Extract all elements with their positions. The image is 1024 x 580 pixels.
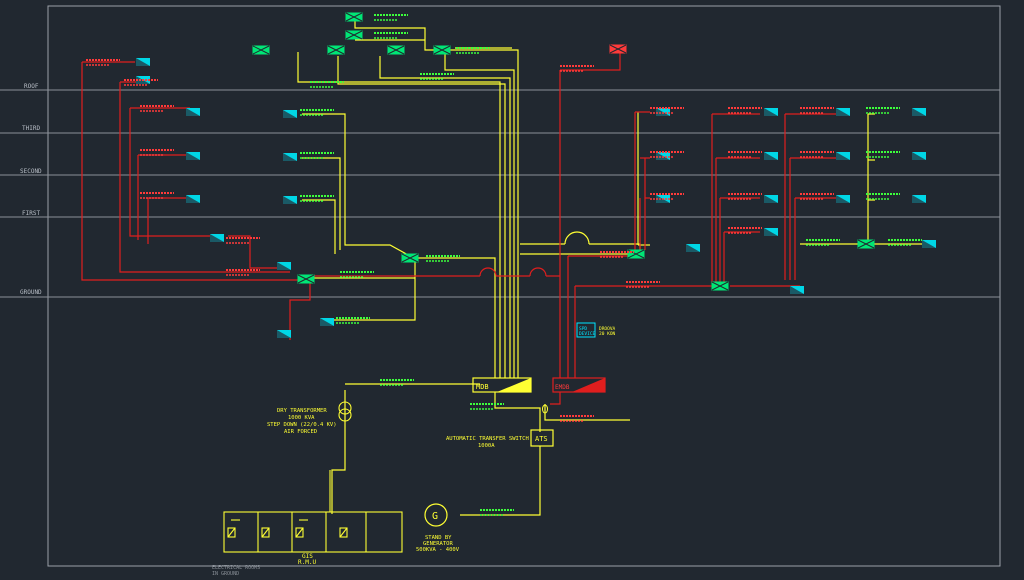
panel-roof-2 <box>345 30 363 40</box>
sub-panel-shade-11 <box>283 153 297 161</box>
automatic-transfer-switch: ATS AUTOMATIC TRANSFER SWITCH 1000A <box>446 404 554 449</box>
sub-panel-shade-9 <box>320 318 334 326</box>
spd-note-2: 20 KON <box>599 331 616 337</box>
drawing-frame <box>47 5 1001 567</box>
electrical-rooms-note: ELECTRICAL ROOMS <box>212 565 260 571</box>
level-label-roof: ROOF <box>24 83 39 90</box>
sub-panel-shade-25 <box>912 108 926 116</box>
level-label-ground: GROUND <box>20 289 42 296</box>
emergency-power-feeders <box>81 50 840 405</box>
panel-roof-4 <box>327 45 345 55</box>
sub-panel-shade-3 <box>186 108 200 116</box>
generator-line-1: STAND BY <box>425 535 452 541</box>
generator-symbol: G <box>432 511 438 522</box>
rmu-label: R.M.U <box>298 559 316 566</box>
generator-line-3: 500KVA - 400V <box>416 547 460 553</box>
emergency-panel-roof <box>609 44 627 54</box>
distribution-panels <box>252 12 875 291</box>
sub-panel-shade-23 <box>836 152 850 160</box>
sub-panel-shade-4 <box>186 152 200 160</box>
spd-label: SPD <box>579 326 587 332</box>
normal-power-feeders <box>297 20 930 516</box>
panel-first-right <box>857 239 875 249</box>
sub-panel-shade-19 <box>764 195 778 203</box>
mdb-label: MDB <box>476 383 489 391</box>
panel-roof-6 <box>433 45 451 55</box>
feeder-annotations <box>86 14 922 516</box>
ats-box-label: ATS <box>535 435 548 443</box>
transformer-line-3: STEP DOWN (22/0.4 KV) <box>267 422 337 428</box>
level-label-third: THIRD <box>22 125 40 132</box>
gis-label: GIS <box>302 553 313 560</box>
panel-ground-left <box>401 253 419 263</box>
emdb-label: EMDB <box>555 384 570 391</box>
gis-rmu <box>223 470 403 553</box>
sub-panel-shade-7 <box>277 262 291 270</box>
ats-title: AUTOMATIC TRANSFER SWITCH <box>446 436 529 442</box>
spd-device: SPD DEVICE DROOVA 20 KON <box>576 322 616 338</box>
generator-line-2: GENERATOR <box>423 541 453 547</box>
sub-panel-shade-10 <box>283 110 297 118</box>
sub-panel-shade-8 <box>277 330 291 338</box>
sub-panel-shade-21 <box>790 286 804 294</box>
main-distribution-board: MDB <box>472 377 532 393</box>
panel-roof-3 <box>252 45 270 55</box>
spd-note-1: DROOVA <box>599 326 616 332</box>
spd-label-2: DEVICE <box>579 331 596 337</box>
sub-panel-shade-27 <box>912 195 926 203</box>
sub-panel-shade-17 <box>764 108 778 116</box>
level-label-second: SECOND <box>20 168 42 175</box>
sub-panel-shade-18 <box>764 152 778 160</box>
sub-panel-shade-6 <box>210 234 224 242</box>
sub-panel-shade-1 <box>136 58 150 66</box>
panel-ground-right-2 <box>711 281 729 291</box>
panel-roof-5 <box>387 45 405 55</box>
sub-panel-shade-13 <box>656 108 670 116</box>
sub-panel-shade-26 <box>912 152 926 160</box>
sub-panels <box>136 58 936 338</box>
panel-roof-1 <box>345 12 363 22</box>
panel-ground-left-2 <box>297 274 315 284</box>
transformer-line-2: 1000 KVA <box>288 415 315 421</box>
electrical-rooms-note-2: IN GROUND <box>212 571 239 577</box>
dry-transformer: DRY TRANSFORMER 1000 KVA STEP DOWN (22/0… <box>267 401 352 435</box>
sub-panel-shade-20 <box>764 228 778 236</box>
sub-panel-shade-28 <box>922 240 936 248</box>
sub-panel-shade-5 <box>186 195 200 203</box>
sub-panel-shade-16 <box>686 244 700 252</box>
ats-rating: 1000A <box>478 443 495 449</box>
standby-generator: G STAND BY GENERATOR 500KVA - 400V <box>416 503 460 553</box>
transformer-line-4: AIR FORCED <box>284 429 317 435</box>
level-label-first: FIRST <box>22 210 40 217</box>
transformer-line-1: DRY TRANSFORMER <box>277 408 327 414</box>
emergency-distribution-board: EMDB <box>552 377 606 393</box>
sub-panel-shade-22 <box>836 108 850 116</box>
sub-panel-shade-12 <box>283 196 297 204</box>
sub-panel-shade-24 <box>836 195 850 203</box>
sub-panel-shade-14 <box>656 152 670 160</box>
